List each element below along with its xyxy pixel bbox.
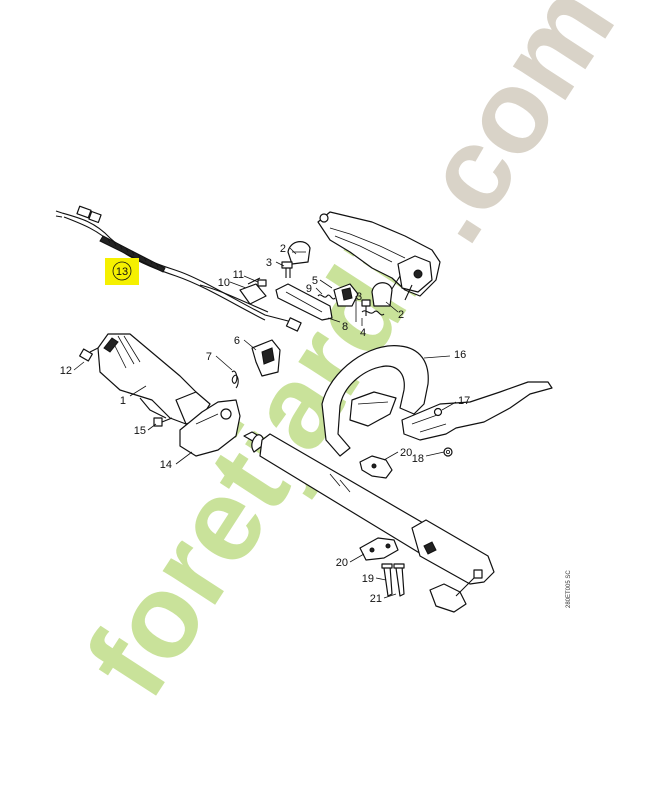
- spring-7: [231, 370, 239, 389]
- part-label-9: 9: [306, 283, 312, 295]
- highlight-13-box: [105, 258, 139, 285]
- part-label-12: 12: [60, 365, 72, 377]
- wiring-harness: [55, 205, 302, 332]
- part-label-10: 10: [218, 277, 230, 289]
- part-label-20-upper: 20: [400, 447, 412, 459]
- throttle-housing: [317, 211, 441, 301]
- part-label-13: 13: [116, 266, 128, 278]
- part-label-2-right: 2: [398, 309, 404, 321]
- screws-19-21: [381, 563, 405, 597]
- lower-shell-14: [179, 399, 241, 457]
- part-label-15: 15: [134, 425, 146, 437]
- part-label-6: 6: [234, 335, 240, 347]
- part-label-1: 1: [120, 395, 126, 407]
- clamp-20-upper: [359, 455, 393, 479]
- part-label-19: 19: [362, 573, 374, 585]
- part-label-17: 17: [458, 395, 470, 407]
- lever-6: [251, 339, 281, 377]
- part-label-4: 4: [360, 327, 366, 339]
- clamp-2-left: [287, 241, 311, 265]
- screw-15: [153, 417, 173, 427]
- barrier-bar-17: [401, 381, 553, 441]
- drawing-code: 280ET005 SC: [566, 570, 572, 608]
- part-labels: 1 2 2 3 3 4 5 6 7 8 9 10 11 12 14 15 16 …: [60, 243, 471, 605]
- clamp-2-right: [371, 282, 393, 307]
- clamp-20-lower: [359, 537, 399, 561]
- switch-5: [333, 283, 359, 307]
- throttle-trigger-8: [275, 283, 333, 321]
- part-label-5: 5: [312, 275, 318, 287]
- part-label-16: 16: [454, 349, 466, 361]
- spring-9: [317, 294, 336, 300]
- part-label-8: 8: [342, 321, 348, 333]
- leader-lines: [73, 247, 457, 599]
- main-shaft: [243, 431, 495, 585]
- highlight-13[interactable]: 13: [105, 258, 139, 285]
- part-label-7: 7: [206, 351, 212, 363]
- part-label-21: 21: [370, 593, 382, 605]
- loop-handle-16: [321, 345, 429, 457]
- part-label-18: 18: [412, 453, 424, 465]
- part-label-11: 11: [233, 269, 244, 281]
- part-10-11: [239, 277, 267, 305]
- watermark-grey-text: .com: [379, 0, 640, 264]
- part-label-2-left: 2: [280, 243, 286, 255]
- nut-18: [443, 447, 453, 457]
- screw-3-left: [281, 261, 293, 278]
- spring-4: [361, 310, 385, 316]
- part-label-3-right: 3: [356, 291, 362, 303]
- part-label-20-lower: 20: [336, 557, 348, 569]
- part-label-14: 14: [160, 459, 172, 471]
- t-handle: [429, 569, 483, 613]
- part-label-3-left: 3: [266, 257, 272, 269]
- handle-housing-1: [97, 333, 211, 425]
